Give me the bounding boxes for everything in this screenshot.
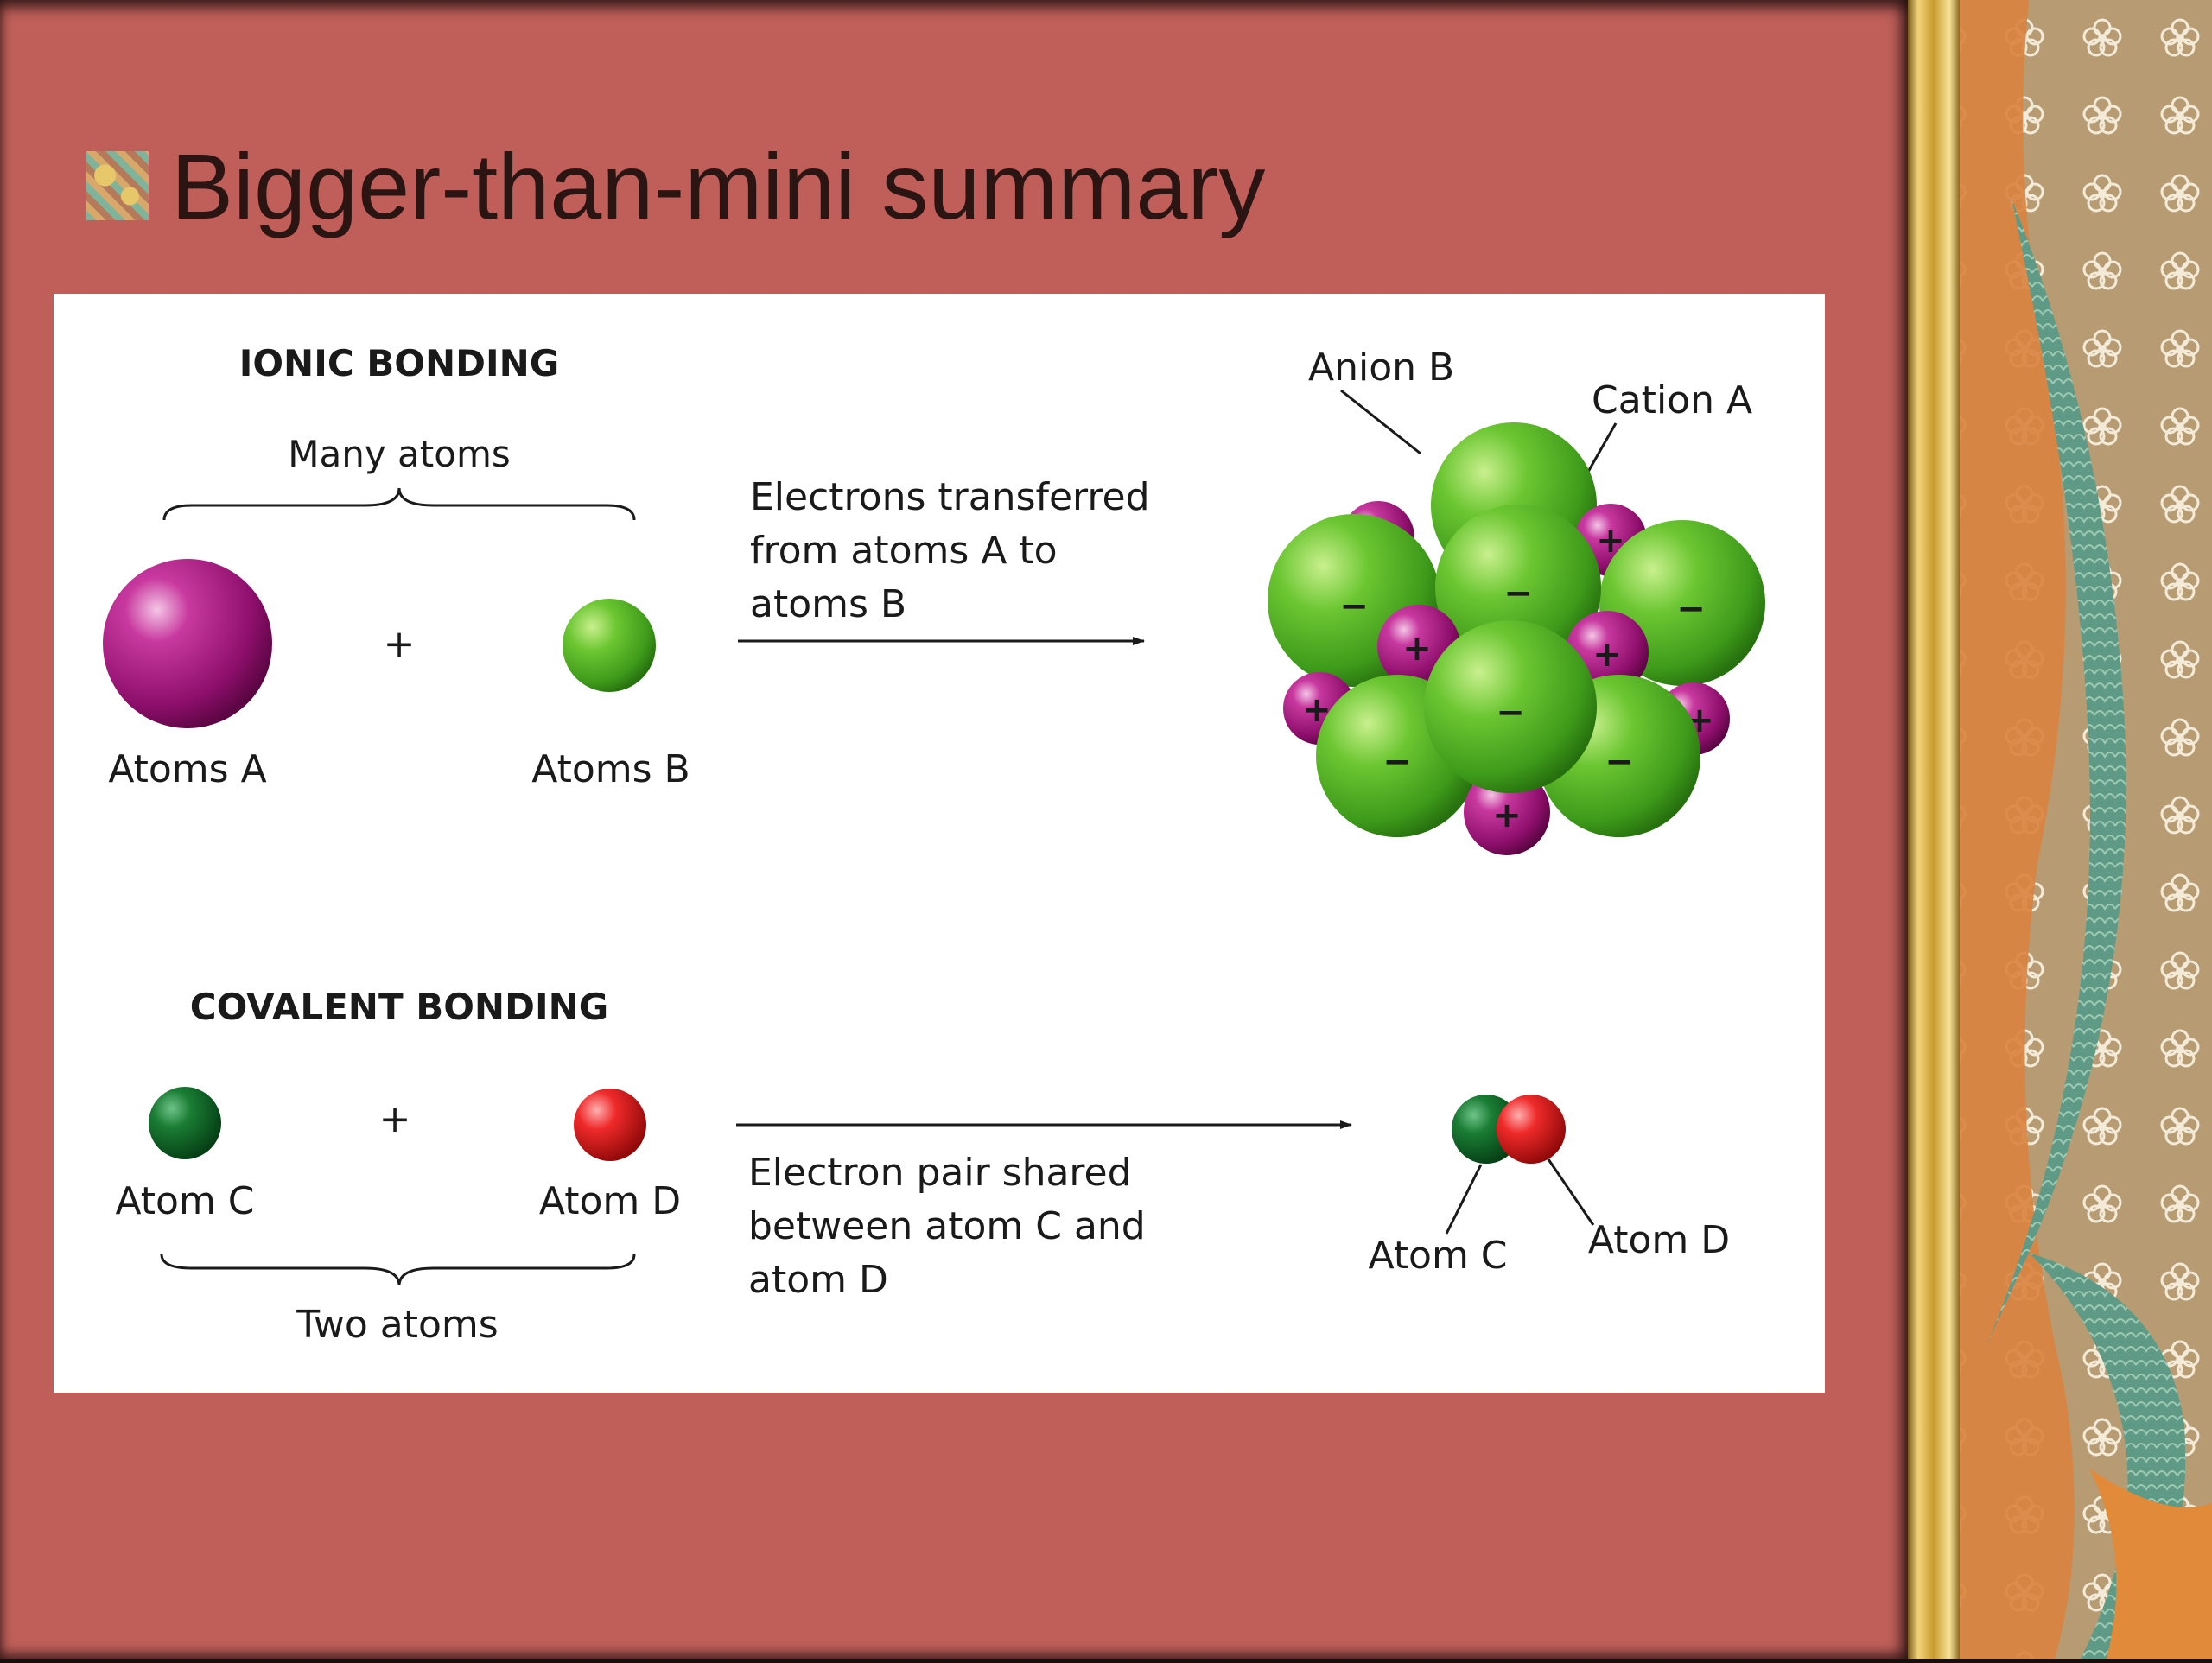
cation-charge: + (1492, 796, 1522, 835)
anion-sphere (1424, 620, 1597, 793)
atom-b-label: Atoms B (531, 747, 690, 791)
ionic-brace (162, 487, 636, 521)
atom-a-sphere (103, 559, 272, 728)
decorative-side-panel (1908, 0, 2212, 1659)
covalent-brace (160, 1254, 636, 1286)
atom-c-sphere (149, 1087, 221, 1159)
cation-charge: + (1402, 629, 1432, 669)
title-row: Bigger-than-mini summary (86, 130, 1265, 242)
atom-a-label: Atoms A (108, 747, 266, 791)
ionic-group-label: Many atoms (288, 433, 511, 475)
ionic-process-line2: from atoms A to (750, 529, 1058, 573)
molecule-atom-c-label: Atom C (1368, 1234, 1507, 1278)
anion-label: Anion B (1308, 346, 1454, 390)
ionic-process-line1: Electrons transferred (750, 475, 1150, 519)
slide-title: Bigger-than-mini summary (171, 133, 1266, 238)
atom-b-sphere (563, 599, 656, 692)
bonding-figure: IONIC BONDING Many atoms + Atoms A Atoms… (54, 294, 1825, 1393)
covalent-plus: + (379, 1097, 411, 1141)
orange-accent (2089, 1469, 2212, 1659)
ionic-crystal: − + + − − − + + + + − (1268, 422, 1765, 855)
atom-d-sphere (574, 1089, 646, 1161)
atom-c-label: Atom C (115, 1179, 254, 1223)
molecule-atom-d-label: Atom D (1588, 1218, 1730, 1262)
anion-charge: − (1605, 742, 1634, 782)
decorative-pattern (1908, 0, 2212, 1659)
anion-charge: − (1503, 574, 1533, 613)
covalent-heading: COVALENT BONDING (190, 986, 608, 1028)
anion-leader-line (1340, 389, 1421, 455)
anion-charge: − (1496, 693, 1525, 733)
cation-charge: + (1592, 635, 1622, 675)
cation-label: Cation A (1592, 378, 1752, 422)
anion-charge: − (1676, 589, 1706, 629)
molecule-d-leader-line (1547, 1158, 1595, 1226)
ionic-heading: IONIC BONDING (239, 342, 560, 384)
green-wave-ribbon (1986, 199, 2126, 1348)
covalent-process-line1: Electron pair shared (748, 1151, 1132, 1195)
atom-d-label: Atom D (539, 1179, 681, 1223)
orange-ribbon (1960, 0, 2075, 1659)
covalent-process-line2: between atom C and (748, 1204, 1146, 1248)
bonding-diagram: IONIC BONDING Many atoms + Atoms A Atoms… (103, 342, 1765, 1347)
anion-charge: − (1339, 587, 1369, 626)
molecule-c-leader-line (1445, 1164, 1483, 1235)
molecule-atom-d-sphere (1497, 1095, 1566, 1164)
covalent-process-line3: atom D (748, 1258, 888, 1302)
covalent-group-label: Two atoms (296, 1303, 498, 1347)
gold-border-strip (1908, 0, 1960, 1659)
ionic-process-line3: atoms B (750, 582, 906, 626)
title-bullet-icon (86, 151, 149, 220)
ionic-plus: + (384, 622, 416, 666)
slide: Bigger-than-mini summary (0, 0, 1908, 1659)
anion-charge: − (1382, 742, 1412, 782)
